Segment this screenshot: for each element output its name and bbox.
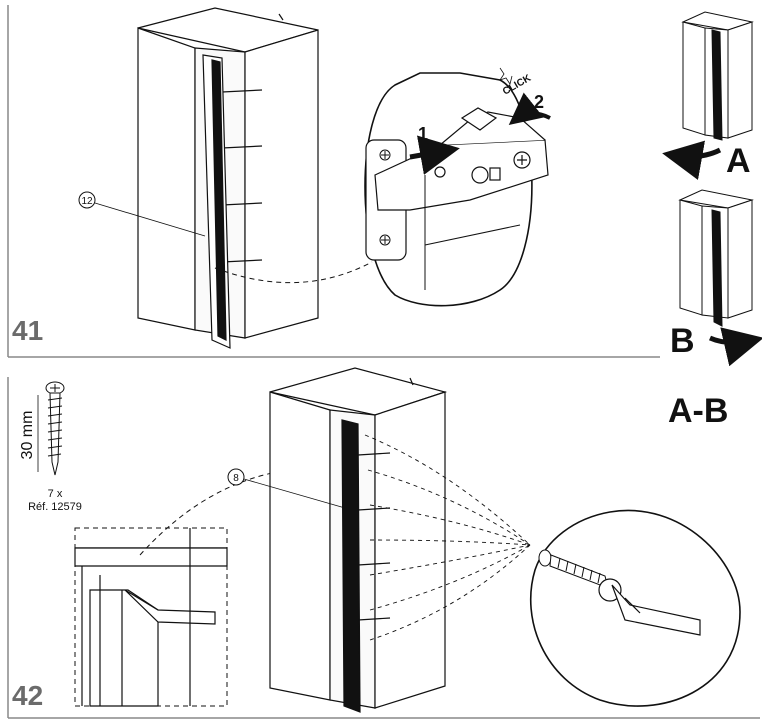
- part-callout-12-label: 12: [81, 196, 93, 207]
- corner-wardrobe-42: [269, 367, 448, 713]
- shelf-detail: [74, 528, 228, 707]
- option-ab-label: A-B: [668, 392, 728, 430]
- click-burst: [499, 67, 513, 85]
- option-a-wardrobe: [681, 11, 754, 141]
- hinge-detail-bubble: [364, 72, 549, 307]
- screw-position-lines: [364, 434, 531, 641]
- hinge-arrow-2-label: 2: [534, 92, 544, 112]
- part-callout-8-label: 8: [233, 473, 239, 484]
- part-callout-8: [227, 468, 245, 486]
- option-b-label: B: [670, 322, 695, 360]
- screw-icon: [45, 381, 65, 476]
- part-callout-8-leader: [243, 478, 346, 509]
- click-text: CLICK: [501, 72, 534, 97]
- part-callout-12-leader: [94, 202, 206, 237]
- hinge-arrow-1: [409, 135, 460, 175]
- option-a-label: A: [726, 142, 751, 180]
- step-41-number: 41: [12, 315, 43, 346]
- screw-detail-bubble: [529, 509, 741, 707]
- detail-connector-41: [214, 261, 373, 284]
- screw-quantity: 7 x: [48, 488, 63, 500]
- screwdriver-icon: [598, 578, 701, 636]
- step-42-panel: 30 mm 7 x Réf. 12579 A-B: [7, 367, 760, 719]
- step-42-number: 42: [12, 680, 43, 711]
- arrow-left-icon: [662, 140, 722, 180]
- screw-reference: Réf. 12579: [28, 501, 82, 513]
- option-b-wardrobe: [678, 189, 754, 327]
- hinge-arrow-2: [508, 92, 551, 125]
- part-callout-12: [78, 191, 96, 209]
- arrow-right-icon: [708, 327, 762, 367]
- corner-wardrobe-41: [137, 7, 319, 349]
- screw-length: 30 mm: [19, 411, 36, 460]
- step-41-panel: 12: [7, 5, 762, 367]
- hinge-arrow-1-label: 1: [418, 124, 428, 144]
